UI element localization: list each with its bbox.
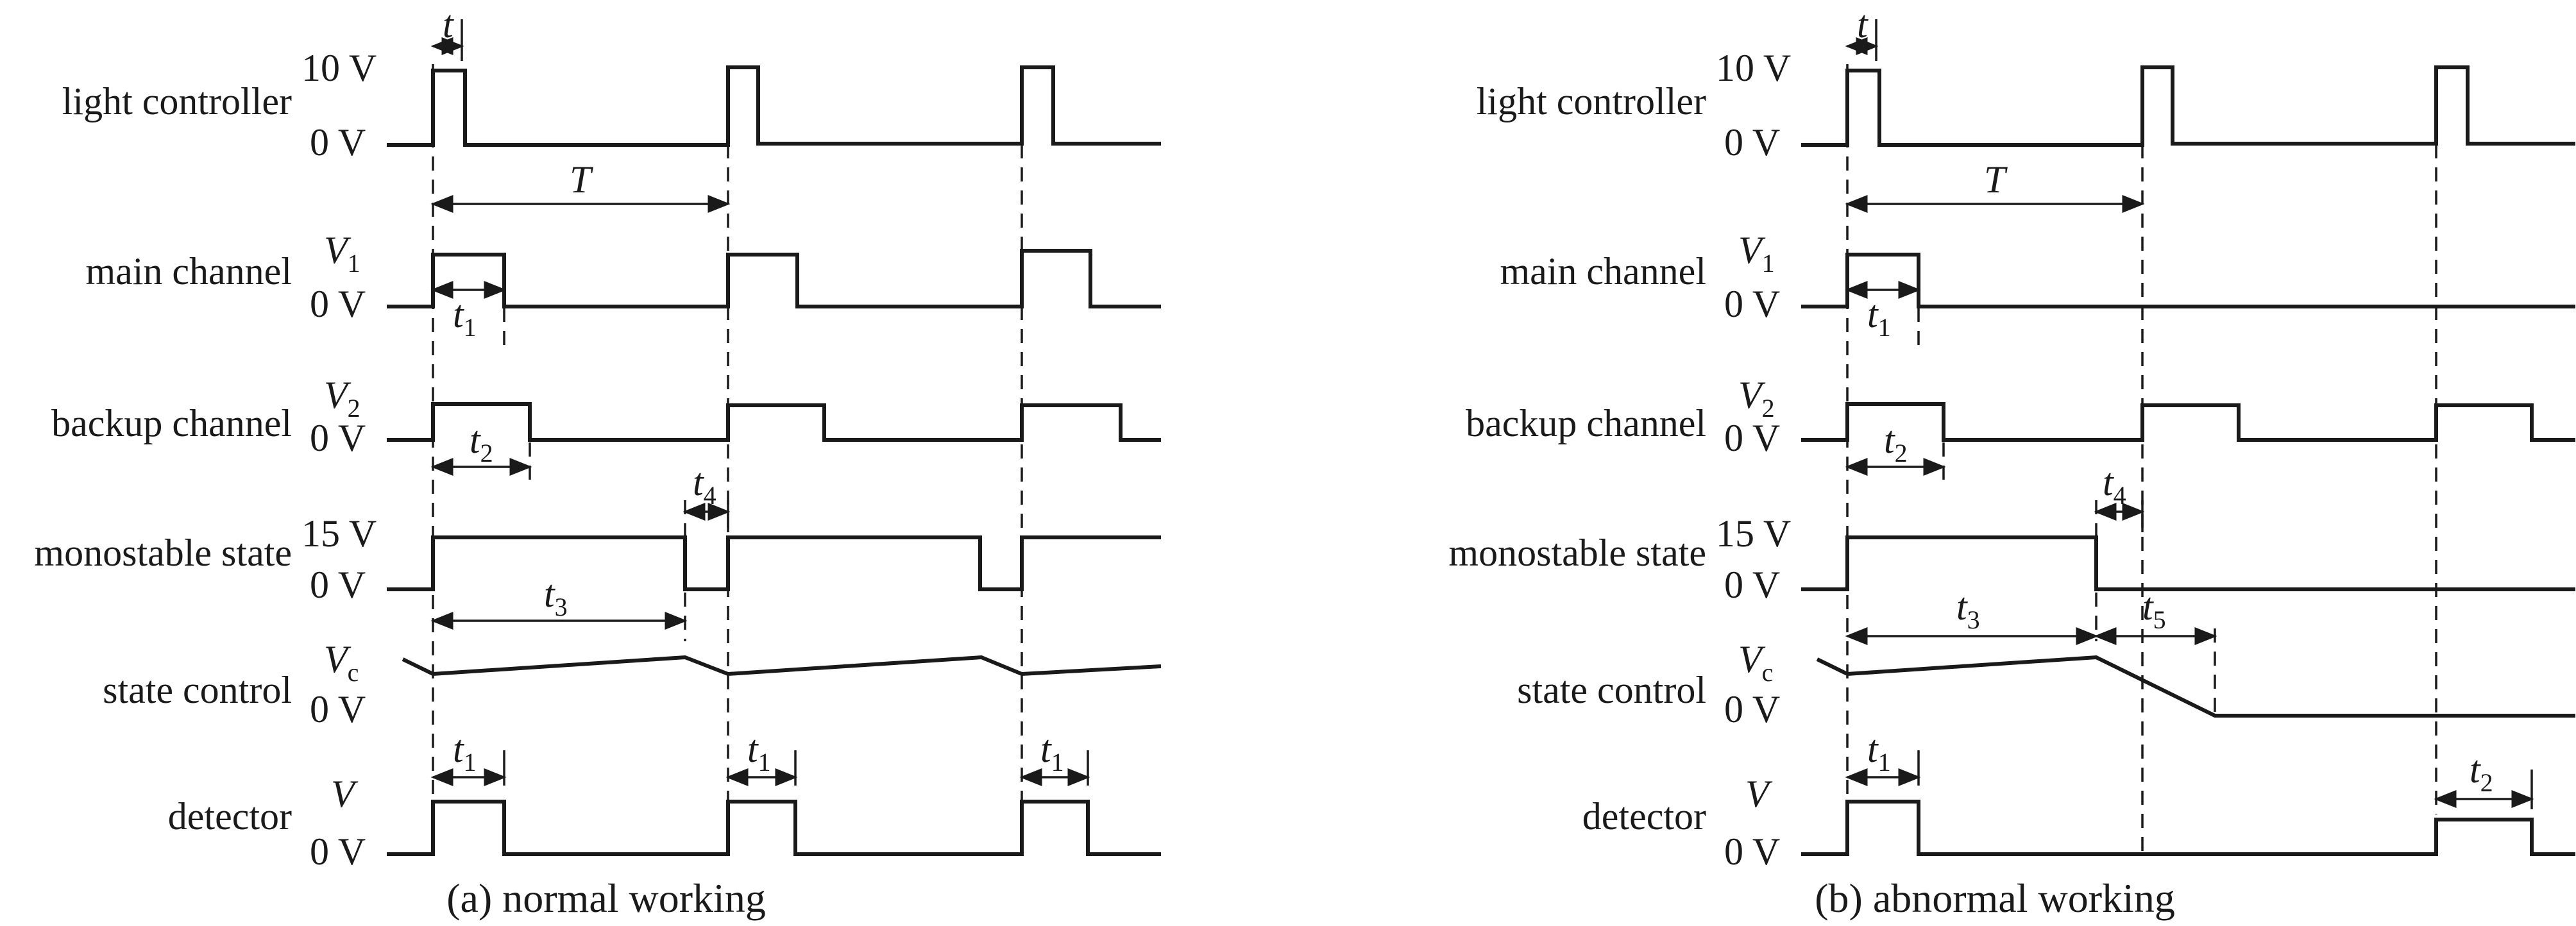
row-label-monostable-state: monostable state — [1448, 532, 1706, 574]
row-label-detector: detector — [168, 795, 292, 838]
level-low-monostable-state: 0 V — [310, 564, 366, 606]
panel-caption-abnormal: (b) abnormal working — [1815, 875, 2175, 921]
panel-normal: light controller main channel backup cha… — [34, 3, 1162, 921]
annotation-t2: t2 — [1884, 419, 1908, 467]
level-low-main-channel: 0 V — [310, 283, 366, 325]
panel-caption-normal: (a) normal working — [446, 875, 766, 921]
waveform-light-controller — [387, 65, 1161, 147]
level-low-light-controller: 0 V — [1724, 121, 1780, 164]
annotation-t1-detector: t1 — [1040, 728, 1064, 777]
row-label-main-channel: main channel — [1500, 250, 1706, 292]
level-high-detector: V — [1745, 773, 1773, 815]
annotation-t4: t4 — [2103, 461, 2126, 510]
row-label-main-channel: main channel — [85, 250, 292, 292]
row-label-backup-channel: backup channel — [1466, 402, 1706, 444]
waveform-backup-channel — [387, 402, 1161, 442]
annotation-t2-detector: t2 — [2470, 748, 2493, 797]
waveform-state-control — [402, 655, 1162, 677]
waveform-main-channel — [387, 249, 1161, 308]
level-high-monostable-state: 15 V — [301, 512, 377, 555]
annotation-t1-detector: t1 — [453, 728, 477, 777]
annotation-t3: t3 — [544, 573, 568, 621]
level-high-monostable-state: 15 V — [1716, 512, 1791, 555]
level-high-state-control: Vc — [324, 638, 359, 687]
annotation-t: t — [443, 3, 454, 46]
level-low-state-control: 0 V — [1724, 688, 1780, 730]
annotation-T: T — [1984, 158, 2008, 201]
waveform-light-controller — [1801, 65, 2575, 147]
waveform-state-control — [1816, 655, 2575, 718]
level-high-light-controller: 10 V — [301, 47, 377, 89]
waveform-detector — [387, 800, 1161, 856]
annotation-t1-detector: t1 — [747, 728, 771, 777]
row-label-light-controller: light controller — [1477, 80, 1706, 122]
panel-abnormal: light controller main channel backup cha… — [1448, 3, 2575, 921]
annotation-t4: t4 — [693, 461, 716, 510]
annotation-t1: t1 — [1867, 293, 1891, 342]
level-low-state-control: 0 V — [310, 688, 366, 730]
waveform-detector — [1801, 800, 2575, 856]
row-label-state-control: state control — [1517, 669, 1706, 711]
level-low-detector: 0 V — [1724, 830, 1780, 873]
row-label-monostable-state: monostable state — [34, 532, 292, 574]
annotation-t2: t2 — [470, 419, 493, 467]
level-high-state-control: Vc — [1738, 638, 1773, 687]
level-high-light-controller: 10 V — [1716, 47, 1791, 89]
annotation-t: t — [1857, 3, 1868, 46]
waveform-monostable-state — [387, 535, 1161, 591]
level-high-main-channel: V1 — [324, 229, 360, 278]
row-label-state-control: state control — [103, 669, 292, 711]
level-high-detector: V — [331, 773, 359, 815]
level-high-main-channel: V1 — [1738, 229, 1775, 278]
row-label-backup-channel: backup channel — [51, 402, 292, 444]
level-low-monostable-state: 0 V — [1724, 564, 1780, 606]
annotation-t5: t5 — [2142, 585, 2166, 634]
annotation-t1-detector: t1 — [1867, 728, 1891, 777]
level-low-light-controller: 0 V — [310, 121, 366, 164]
level-low-detector: 0 V — [310, 830, 366, 873]
level-low-backup-channel: 0 V — [1724, 417, 1780, 459]
level-high-backup-channel: V2 — [1738, 374, 1775, 423]
level-high-backup-channel: V2 — [324, 374, 360, 423]
level-low-backup-channel: 0 V — [310, 417, 366, 459]
waveform-main-channel — [1801, 253, 2575, 308]
row-label-detector: detector — [1582, 795, 1706, 838]
waveform-backup-channel — [1801, 402, 2575, 442]
level-low-main-channel: 0 V — [1724, 283, 1780, 325]
annotation-t1: t1 — [453, 293, 477, 342]
annotation-T: T — [570, 158, 593, 201]
row-label-light-controller: light controller — [62, 80, 292, 122]
waveform-monostable-state — [1801, 535, 2575, 591]
annotation-t3: t3 — [1956, 585, 1980, 634]
